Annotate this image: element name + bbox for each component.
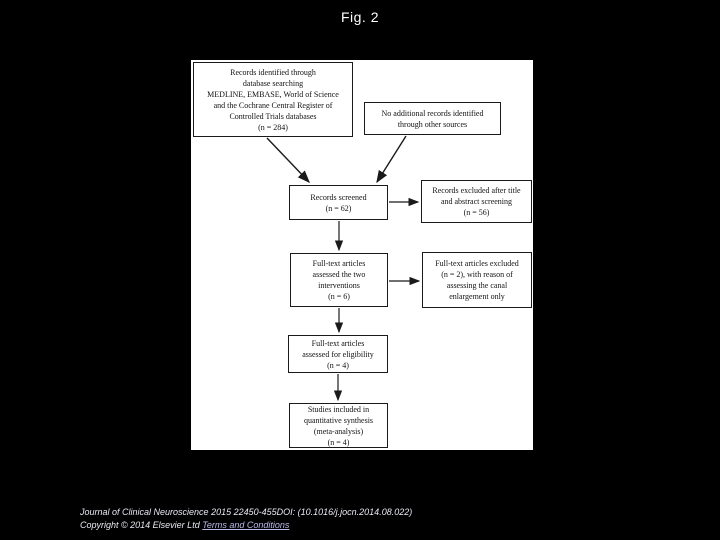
flow-box-records-identified: Records identified through database sear… [193, 62, 353, 137]
copyright-text: Copyright © 2014 Elsevier Ltd [80, 520, 203, 530]
flow-box-studies-included: Studies included in quantitative synthes… [289, 403, 388, 448]
flow-diagram-panel: Records identified through database sear… [191, 60, 533, 450]
flow-box-records-excluded: Records excluded after title and abstrac… [421, 180, 532, 223]
citation-line: Journal of Clinical Neuroscience 2015 22… [80, 507, 413, 517]
flow-box-records-screened: Records screened (n = 62) [289, 185, 388, 220]
copyright-line: Copyright © 2014 Elsevier Ltd Terms and … [80, 519, 412, 532]
flow-arrows [266, 135, 421, 402]
arrow-identified-to-screened [266, 137, 310, 184]
flow-box-fulltext-excluded: Full-text articles excluded (n = 2), wit… [422, 252, 532, 308]
figure-attribution: Journal of Clinical Neuroscience 2015 22… [80, 506, 412, 532]
flow-box-fulltext-assessed-eligibility: Full-text articles assessed for eligibil… [288, 335, 388, 373]
figure-caption: Fig. 2 [340, 9, 379, 25]
flow-box-fulltext-assessed-interventions: Full-text articles assessed the two inte… [290, 253, 388, 307]
flow-box-no-additional-records: No additional records identified through… [364, 102, 501, 135]
arrow-othersources-to-screened [376, 135, 407, 184]
terms-and-conditions-link[interactable]: Terms and Conditions [202, 520, 290, 530]
